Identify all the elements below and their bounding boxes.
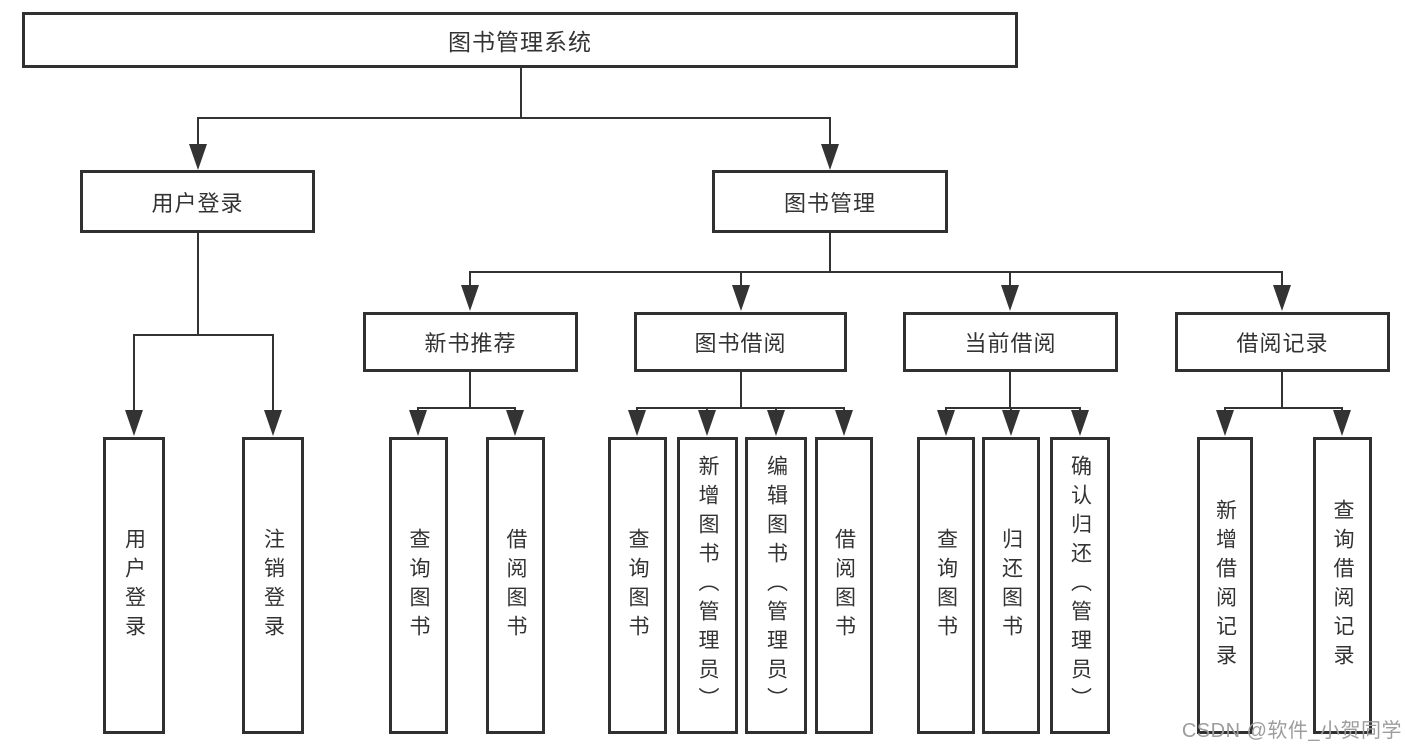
node-label: 用户登录 (151, 190, 244, 216)
node-add-borrow-record: 新增借阅记录 (1197, 437, 1253, 734)
node-library-management-system: 图书管理系统 (22, 12, 1018, 68)
node-confirm-return-admin: 确认归还（管理员） (1050, 437, 1110, 734)
node-book-management: 图书管理 (712, 170, 948, 233)
node-label: 借阅图书 (832, 527, 856, 644)
node-new-book-recommendation: 新书推荐 (363, 312, 578, 372)
node-label: 新书推荐 (424, 331, 517, 356)
node-user-login: 用户登录 (80, 170, 315, 233)
node-label: 借阅记录 (1236, 331, 1329, 356)
node-query-borrow-record: 查询借阅记录 (1313, 437, 1372, 734)
node-label: 新增图书（管理员） (696, 455, 719, 716)
node-label: 查询借阅记录 (1331, 498, 1354, 673)
node-label: 当前借阅 (964, 331, 1057, 356)
node-logout: 注销登录 (242, 437, 304, 734)
node-borrow-books-borrow: 借阅图书 (815, 437, 873, 734)
node-book-borrowing: 图书借阅 (634, 312, 847, 372)
node-label: 编辑图书（管理员） (764, 455, 788, 716)
arrowhead-icons (125, 144, 1351, 436)
node-edit-book-admin: 编辑图书（管理员） (745, 437, 807, 734)
node-user-login-leaf: 用户登录 (103, 437, 165, 734)
node-label: 图书管理 (783, 190, 876, 216)
csdn-watermark: CSDN @软件_小贺同学 (1181, 720, 1402, 742)
node-query-books-borrow: 查询图书 (608, 437, 667, 734)
node-query-books-recommend: 查询图书 (389, 437, 448, 734)
node-label: 查询图书 (407, 527, 430, 644)
node-label: 查询图书 (626, 527, 649, 644)
node-label: 图书借阅 (694, 331, 787, 356)
node-label: 借阅图书 (504, 527, 527, 644)
node-query-books-current: 查询图书 (917, 437, 975, 734)
node-label: 归还图书 (999, 527, 1023, 644)
node-label: 查询图书 (934, 527, 958, 644)
node-label: 图书管理系统 (448, 29, 592, 55)
node-label: 确认归还（管理员） (1068, 455, 1092, 716)
node-label: 注销登录 (261, 527, 285, 644)
node-borrow-books-recommend: 借阅图书 (486, 437, 545, 734)
node-label: 新增借阅记录 (1213, 498, 1237, 673)
node-label: 用户登录 (122, 527, 146, 644)
node-current-borrowing: 当前借阅 (903, 312, 1118, 372)
node-return-books: 归还图书 (982, 437, 1040, 734)
node-add-book-admin: 新增图书（管理员） (677, 437, 738, 734)
node-borrowing-records: 借阅记录 (1175, 312, 1390, 372)
